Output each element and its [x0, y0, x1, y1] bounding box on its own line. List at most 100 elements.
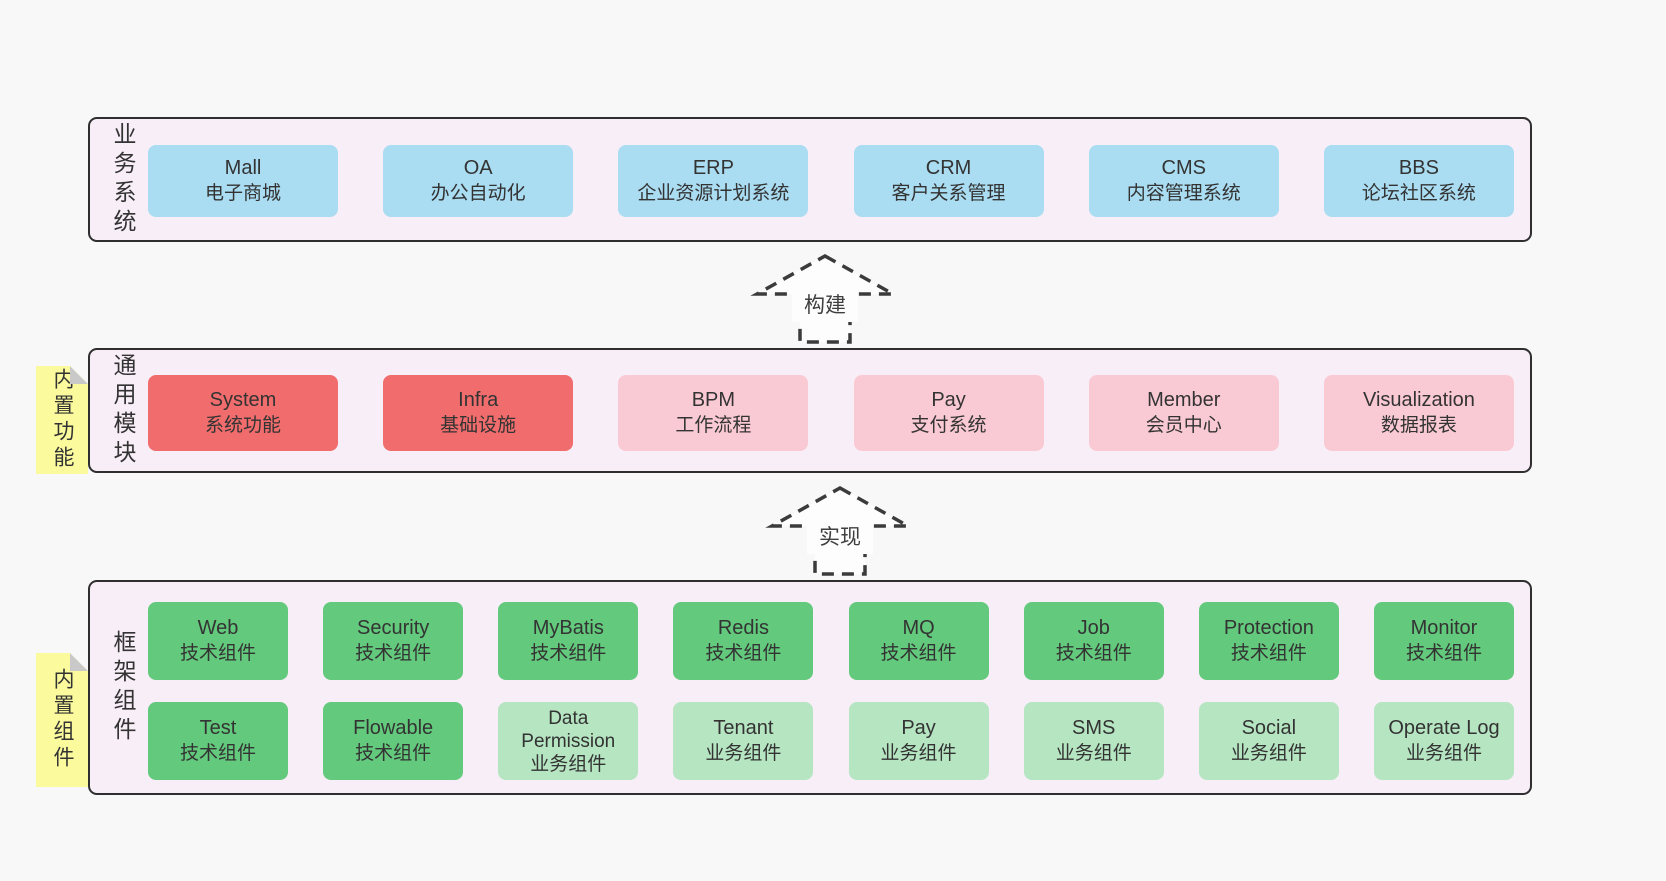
box-title: System [209, 389, 277, 411]
box-subtitle: 业务组件 [1230, 743, 1307, 764]
box-bbs: BBS 论坛社区系统 [1323, 145, 1514, 217]
box-subtitle: 技术组件 [179, 743, 256, 764]
box-redis: Redis 技术组件 [673, 602, 814, 680]
box-title: Social [1241, 717, 1297, 739]
panel-business-systems: 业务系统 Mall 电子商城 OA 办公自动化 ERP 企业资源计划系统 CRM… [88, 117, 1532, 242]
box-subtitle: 企业资源计划系统 [637, 183, 790, 204]
box-title: Infra [458, 389, 499, 411]
box-erp: ERP 企业资源计划系统 [618, 145, 809, 217]
box-flowable: Flowable 技术组件 [323, 702, 464, 780]
panel-modules-label: 通用模块 [110, 352, 136, 469]
box-subtitle: 基础设施 [440, 415, 517, 436]
business-box-row: Mall 电子商城 OA 办公自动化 ERP 企业资源计划系统 CRM 客户关系… [148, 145, 1514, 217]
box-title: BBS [1398, 157, 1439, 179]
box-subtitle: 技术组件 [355, 643, 432, 664]
box-mq: MQ 技术组件 [848, 602, 989, 680]
box-subtitle: 业务组件 [880, 743, 957, 764]
panel-common-modules: 通用模块 System 系统功能 Infra 基础设施 BPM 工作流程 Pay… [88, 348, 1532, 473]
box-subtitle: 业务组件 [530, 753, 607, 775]
framework-box-row-2: Test 技术组件 Flowable 技术组件 Data Permission … [148, 702, 1514, 780]
box-title: Flowable [353, 717, 434, 739]
box-title: MyBatis [532, 617, 604, 639]
box-job: Job 技术组件 [1023, 602, 1164, 680]
arrow-label-backdrop [807, 520, 873, 554]
box-mybatis: MyBatis 技术组件 [498, 602, 639, 680]
sticky-note-builtin-functions: 内置功能 [36, 366, 88, 474]
panel-framework-label: 框架组件 [110, 629, 136, 746]
box-title: Data Permission [521, 707, 616, 752]
box-title: Visualization [1362, 389, 1475, 411]
box-tenant: Tenant 业务组件 [673, 702, 814, 780]
box-cms: CMS 内容管理系统 [1088, 145, 1279, 217]
framework-box-row-1: Web 技术组件 Security 技术组件 MyBatis 技术组件 Redi… [148, 602, 1514, 680]
box-title: Mall [224, 157, 262, 179]
box-pay-module: Pay 支付系统 [853, 375, 1044, 451]
box-subtitle: 数据报表 [1380, 415, 1457, 436]
box-title: SMS [1072, 717, 1116, 739]
box-member: Member 会员中心 [1088, 375, 1279, 451]
box-monitor: Monitor 技术组件 [1373, 602, 1514, 680]
box-subtitle: 系统功能 [204, 415, 281, 436]
arrow-label-backdrop [792, 288, 858, 322]
box-title: Job [1077, 617, 1110, 639]
box-subtitle: 技术组件 [1405, 643, 1482, 664]
box-subtitle: 内容管理系统 [1126, 183, 1241, 204]
box-title: Pay [931, 389, 966, 411]
box-visualization: Visualization 数据报表 [1323, 375, 1514, 451]
box-subtitle: 电子商城 [204, 183, 281, 204]
up-arrow-build: 构建 [750, 253, 900, 344]
box-web: Web 技术组件 [148, 602, 288, 680]
box-oa: OA 办公自动化 [383, 145, 574, 217]
box-subtitle: 技术组件 [179, 643, 256, 664]
box-infra: Infra 基础设施 [383, 375, 574, 451]
box-title: CMS [1161, 157, 1206, 179]
sticky-note-text: 内置组件 [51, 668, 74, 772]
box-title: Member [1147, 389, 1221, 411]
sticky-note-text: 内置功能 [51, 368, 74, 472]
box-title: Tenant [713, 717, 774, 739]
box-test: Test 技术组件 [148, 702, 288, 780]
box-title: Security [357, 617, 430, 639]
box-title: CRM [925, 157, 972, 179]
box-title: Web [197, 617, 239, 639]
box-subtitle: 技术组件 [705, 643, 782, 664]
box-protection: Protection 技术组件 [1198, 602, 1339, 680]
box-subtitle: 支付系统 [910, 415, 987, 436]
box-operate-log: Operate Log 业务组件 [1373, 702, 1514, 780]
sticky-note-builtin-components: 内置组件 [36, 653, 88, 787]
box-pay-component: Pay 业务组件 [848, 702, 989, 780]
box-social: Social 业务组件 [1198, 702, 1339, 780]
box-title: Test [199, 717, 237, 739]
box-subtitle: 办公自动化 [430, 183, 526, 204]
arrow-label: 实现 [819, 526, 861, 549]
box-subtitle: 技术组件 [355, 743, 432, 764]
box-subtitle: 业务组件 [1405, 743, 1482, 764]
box-title: MQ [902, 617, 935, 639]
box-system: System 系统功能 [148, 375, 338, 451]
box-title: Monitor [1410, 617, 1478, 639]
box-subtitle: 业务组件 [705, 743, 782, 764]
box-subtitle: 会员中心 [1145, 415, 1222, 436]
box-subtitle: 客户关系管理 [891, 183, 1006, 204]
box-crm: CRM 客户关系管理 [853, 145, 1044, 217]
box-data-permission: Data Permission 业务组件 [498, 702, 639, 780]
box-title: BPM [691, 389, 736, 411]
box-subtitle: 论坛社区系统 [1361, 183, 1476, 204]
box-sms: SMS 业务组件 [1023, 702, 1164, 780]
box-subtitle: 技术组件 [530, 643, 607, 664]
box-title: Pay [901, 717, 936, 739]
panel-framework-components: 框架组件 Web 技术组件 Security 技术组件 MyBatis 技术组件… [88, 580, 1532, 795]
box-subtitle: 技术组件 [1230, 643, 1307, 664]
panel-business-label: 业务系统 [110, 121, 136, 238]
box-title: Operate Log [1388, 717, 1500, 739]
box-title: ERP [692, 157, 734, 179]
box-title: OA [463, 157, 493, 179]
box-subtitle: 技术组件 [880, 643, 957, 664]
arrow-label: 构建 [804, 294, 846, 317]
box-subtitle: 技术组件 [1055, 643, 1132, 664]
box-title: Protection [1223, 617, 1314, 639]
box-title: Redis [717, 617, 769, 639]
box-subtitle: 业务组件 [1055, 743, 1132, 764]
box-mall: Mall 电子商城 [148, 145, 338, 217]
modules-box-row: System 系统功能 Infra 基础设施 BPM 工作流程 Pay 支付系统… [148, 375, 1514, 451]
